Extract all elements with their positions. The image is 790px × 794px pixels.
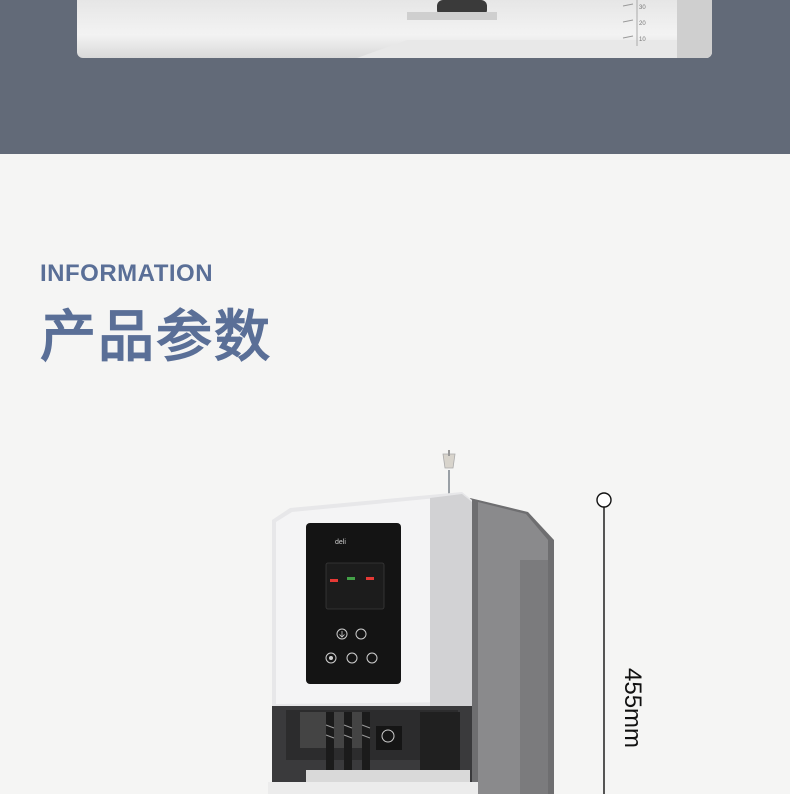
section-title: 产品参数	[40, 305, 272, 370]
scale-tick-20: 20	[639, 21, 646, 27]
green-indicator-light	[347, 577, 355, 580]
product-detail-photo: 30 20 10	[77, 0, 712, 58]
sound-button-icon	[355, 628, 367, 640]
section-eyebrow: INFORMATION	[40, 260, 214, 287]
dimension-top-marker	[596, 492, 612, 508]
scale-tick-10: 10	[639, 37, 646, 43]
detail-photo-art: 30 20 10	[357, 0, 712, 58]
height-dimension-label: 455mm	[619, 668, 646, 749]
red-indicator-light	[330, 579, 338, 582]
reset-button-icon	[346, 652, 358, 664]
red-indicator-light-right	[366, 577, 374, 580]
scale-tick-30: 30	[639, 5, 646, 11]
power-button-icon	[325, 652, 337, 664]
brand-logo-text: deli	[335, 539, 346, 546]
heat-button-icon	[366, 652, 378, 664]
down-arrow-button-icon	[336, 628, 348, 640]
